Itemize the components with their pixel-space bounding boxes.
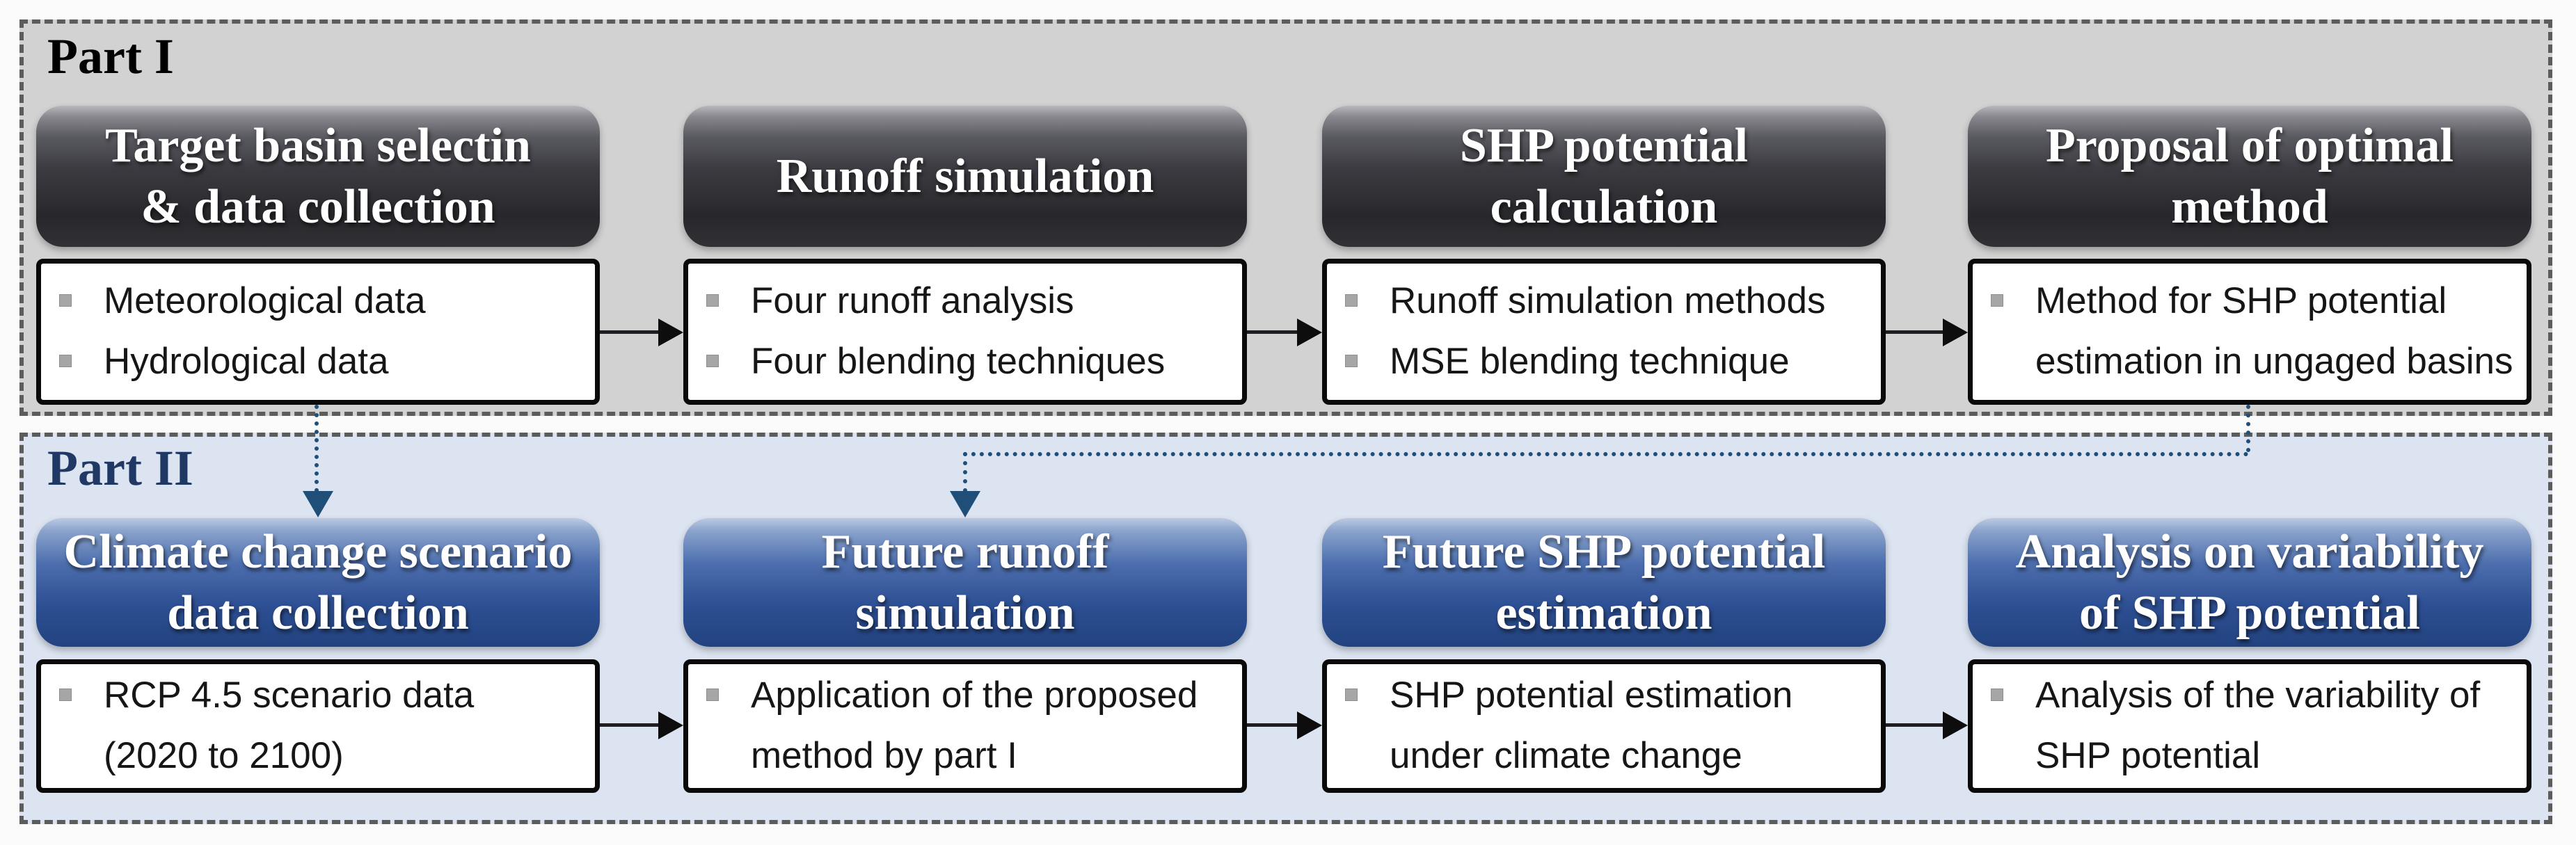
flow-arrow-icon <box>1297 711 1322 739</box>
stage-body-target-basin: Meteorological data Hydrological data <box>36 259 600 405</box>
list-item: Hydrological data <box>41 341 595 383</box>
bullet-square-icon <box>706 355 719 367</box>
stage-header-line: Future runoff <box>821 524 1109 579</box>
dotted-connector-vertical <box>963 452 967 492</box>
stage-header-line: calculation <box>1490 179 1718 234</box>
stage-header-line: method <box>2171 179 2328 234</box>
list-item-text: Runoff simulation methods <box>1390 280 1826 322</box>
list-item-text: estimation in ungaged basins <box>2035 341 2513 382</box>
list-item: Method for SHP potential <box>1973 280 2527 323</box>
dotted-connector-vertical <box>2246 405 2250 452</box>
flow-line <box>1247 723 1297 727</box>
stage-header-line: Target basin selectin <box>105 118 531 172</box>
flow-line <box>1886 330 1943 334</box>
stage-header-line: Proposal of optimal <box>2046 118 2454 172</box>
list-item: Application of the proposed <box>688 675 1242 717</box>
stage-body-future-runoff: Application of the proposed method by pa… <box>683 659 1247 793</box>
list-item-text: SHP potential <box>2035 735 2261 776</box>
stage-header-line: Analysis on variability <box>2015 524 2484 579</box>
list-item-text: Method for SHP potential <box>2035 280 2447 322</box>
stage-body-climate-scenario: RCP 4.5 scenario data (2020 to 2100) <box>36 659 600 793</box>
flow-line <box>1247 330 1297 334</box>
list-item-continuation: SHP potential <box>1973 735 2527 778</box>
flow-arrow-icon <box>1943 319 1968 346</box>
list-item-text: SHP potential estimation <box>1390 675 1793 716</box>
list-item-text: Hydrological data <box>104 341 389 382</box>
stage-body-future-shp: SHP potential estimation under climate c… <box>1322 659 1886 793</box>
list-item: Four blending techniques <box>688 341 1242 383</box>
stage-header-runoff-simulation: Runoff simulation <box>683 106 1247 247</box>
bullet-square-icon <box>59 294 72 307</box>
list-item: Runoff simulation methods <box>1327 280 1881 323</box>
list-item-text: Four runoff analysis <box>751 280 1074 322</box>
stage-header-line: & data collection <box>141 179 495 234</box>
list-item-text: MSE blending technique <box>1390 341 1790 382</box>
stage-header-target-basin: Target basin selectin & data collection <box>36 106 600 247</box>
list-item: Four runoff analysis <box>688 280 1242 323</box>
list-item-text: (2020 to 2100) <box>104 735 344 776</box>
list-item-continuation: (2020 to 2100) <box>41 735 595 778</box>
list-item-continuation: under climate change <box>1327 735 1881 778</box>
part2-label: Part II <box>47 440 193 496</box>
bullet-square-icon <box>59 689 72 702</box>
flow-arrow-icon <box>658 711 683 739</box>
list-item-text: Analysis of the variability of <box>2035 675 2481 716</box>
list-item-text: method by part I <box>751 735 1017 776</box>
stage-body-shp-calculation: Runoff simulation methods MSE blending t… <box>1322 259 1886 405</box>
list-item-continuation: estimation in ungaged basins <box>1973 341 2527 383</box>
list-item-text: Meteorological data <box>104 280 426 322</box>
stage-header-line: estimation <box>1495 586 1712 640</box>
part1-label: Part I <box>47 29 174 84</box>
stage-header-line: data collection <box>167 586 469 640</box>
flow-line <box>1886 723 1943 727</box>
list-item-continuation: method by part I <box>688 735 1242 778</box>
list-item-text: RCP 4.5 scenario data <box>104 675 475 716</box>
stage-header-climate-scenario: Climate change scenario data collection <box>36 518 600 647</box>
stage-header-future-runoff: Future runoff simulation <box>683 518 1247 647</box>
stage-header-line: Runoff simulation <box>776 149 1154 203</box>
stage-header-line: simulation <box>855 586 1075 640</box>
bullet-square-icon <box>1345 689 1358 702</box>
flow-arrow-icon <box>1297 319 1322 346</box>
stage-body-optimal-method: Method for SHP potential estimation in u… <box>1968 259 2531 405</box>
stage-body-variability-analysis: Analysis of the variability of SHP poten… <box>1968 659 2531 793</box>
stage-header-line: Future SHP potential <box>1382 524 1826 579</box>
stage-header-variability-analysis: Analysis on variability of SHP potential <box>1968 518 2531 647</box>
stage-header-optimal-method: Proposal of optimal method <box>1968 106 2531 247</box>
stage-header-shp-calculation: SHP potential calculation <box>1322 106 1886 247</box>
flow-arrow-icon <box>1943 711 1968 739</box>
bullet-square-icon <box>706 294 719 307</box>
dotted-connector-horizontal <box>963 452 2249 456</box>
list-item: Meteorological data <box>41 280 595 323</box>
stage-header-line: of SHP potential <box>2078 586 2421 640</box>
list-item-text: Four blending techniques <box>751 341 1166 382</box>
bullet-square-icon <box>1345 294 1358 307</box>
stage-header-future-shp: Future SHP potential estimation <box>1322 518 1886 647</box>
bullet-square-icon <box>1991 294 2003 307</box>
list-item: SHP potential estimation <box>1327 675 1881 717</box>
list-item: Analysis of the variability of <box>1973 675 2527 717</box>
dotted-arrow-icon <box>303 491 333 517</box>
flow-arrow-icon <box>658 319 683 346</box>
bullet-square-icon <box>706 689 719 702</box>
flow-line <box>600 330 660 334</box>
flow-line <box>600 723 660 727</box>
dotted-arrow-icon <box>950 491 980 517</box>
list-item-text: Application of the proposed <box>751 675 1198 716</box>
dotted-connector-vertical <box>315 405 319 492</box>
stage-body-runoff-simulation: Four runoff analysis Four blending techn… <box>683 259 1247 405</box>
bullet-square-icon <box>1991 689 2003 702</box>
list-item: MSE blending technique <box>1327 341 1881 383</box>
bullet-square-icon <box>59 355 72 367</box>
stage-header-line: SHP potential <box>1459 118 1749 172</box>
bullet-square-icon <box>1345 355 1358 367</box>
list-item-text: under climate change <box>1390 735 1742 776</box>
list-item: RCP 4.5 scenario data <box>41 675 595 717</box>
stage-header-line: Climate change scenario <box>63 524 573 579</box>
